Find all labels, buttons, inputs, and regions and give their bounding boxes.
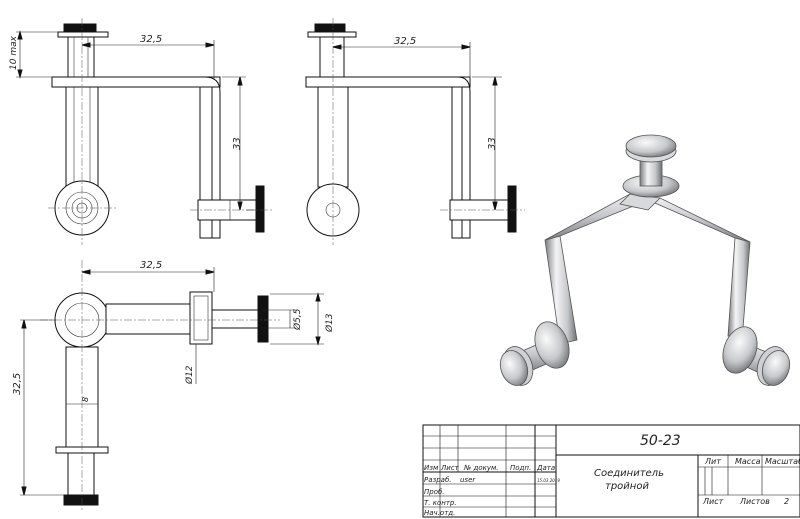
dim-flange-diameter: Ø13 [324,313,335,333]
hdr-doc: № докум. [463,464,499,472]
hdr-list: Лист [440,464,460,472]
part-name-line1: Соединитель [594,468,664,479]
hdr-izm: Изм [424,464,439,472]
part-name-line2: тройной [605,481,649,492]
row-tkontr: Т. контр. [424,499,457,507]
row-razrab: Разраб. [424,476,452,484]
sheets-label: Листов [739,497,770,506]
side-view: 32,5 33 [305,18,525,245]
dim-small-offset: 8 [81,397,90,402]
col-lit: Лит [704,457,721,466]
dim-tube-diameter: Ø12 [184,365,195,385]
col-scale: Масштаб [765,457,800,466]
dim-plan-length: 32,5 [12,373,23,395]
row-nachotd: Нач.отд. [424,509,455,517]
hdr-date: Дата [536,464,555,472]
knob-cap [63,23,97,33]
dim-height-front: 33 [232,137,243,150]
dim-top-width-side: 32,5 [394,36,416,47]
row-prov: Проб. [424,488,445,496]
dim-height-side: 33 [487,137,498,150]
dim-max-offset: 10 max [9,35,19,70]
sheets-count: 2 [784,497,789,506]
col-mass: Масса [735,457,761,466]
hdr-sign: Подп. [510,464,531,472]
date: 15.03.2019 [537,478,560,483]
dim-small-diameter: Ø5,5 [292,308,303,331]
plan-view: 32,5 32,5 Ø5,5 Ø13 Ø12 8 [12,260,335,510]
title-block: 50-23 Соединитель тройной Лит Масса Масш… [422,424,800,518]
isometric-render [499,134,791,386]
bolt-head [255,185,265,233]
designation: 50-23 [640,433,681,449]
author: user [460,476,476,484]
sheet-label: Лист [702,497,724,506]
front-view: 32,5 33 10 max [9,18,272,245]
dim-top-width-front: 32,5 [140,34,162,45]
dim-plan-width: 32,5 [140,260,162,271]
